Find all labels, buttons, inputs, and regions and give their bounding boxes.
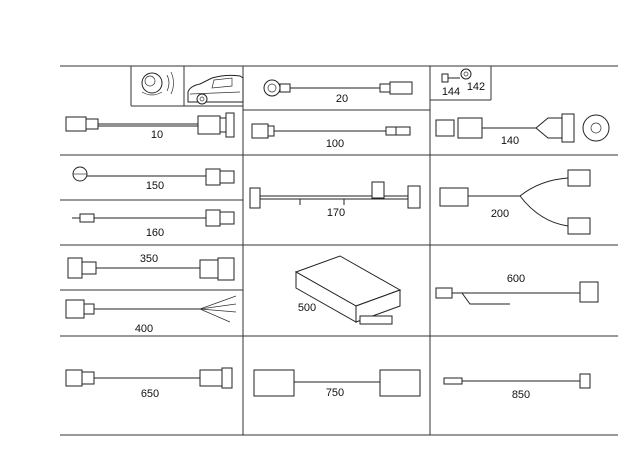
part-label-20: 20: [336, 93, 348, 105]
part-650-cable: [65, 367, 233, 389]
part-10-cable: [65, 112, 235, 138]
part-142-nut: [460, 68, 472, 80]
part-160-cable: [72, 209, 235, 227]
sensor-illustration: [141, 71, 174, 96]
part-200-harness: [439, 169, 591, 235]
part-label-500: 500: [298, 302, 316, 314]
part-100-cable: [251, 123, 411, 139]
part-600-cable: [435, 281, 599, 305]
part-144-screw: [441, 73, 460, 83]
part-labels: 10 20 100 140 142 144 150 160 170 200 35…: [135, 81, 530, 401]
diagram-grid: [60, 65, 618, 436]
part-label-650: 650: [141, 388, 159, 400]
part-label-750: 750: [326, 387, 344, 399]
part-label-100: 100: [326, 138, 344, 150]
part-label-400: 400: [135, 323, 153, 335]
part-170-harness: [249, 181, 421, 209]
car-illustration: [187, 74, 244, 105]
part-400-cable: [65, 295, 237, 323]
part-label-140: 140: [501, 135, 519, 147]
part-500-module: [294, 255, 402, 325]
part-20-cable: [263, 79, 413, 97]
part-label-142: 142: [467, 81, 485, 93]
part-label-144: 144: [442, 86, 460, 98]
part-label-850: 850: [512, 389, 530, 401]
part-350-cable: [67, 257, 235, 281]
part-850-cable: [443, 373, 591, 389]
part-750-cable: [253, 369, 421, 397]
part-140-cable: [435, 113, 610, 143]
part-label-600: 600: [507, 273, 525, 285]
part-label-170: 170: [327, 207, 345, 219]
part-label-10: 10: [151, 129, 163, 141]
part-label-150: 150: [146, 180, 164, 192]
part-label-200: 200: [491, 208, 509, 220]
part-label-350: 350: [140, 253, 158, 265]
part-label-160: 160: [146, 227, 164, 239]
part-150-cable: [72, 166, 235, 186]
